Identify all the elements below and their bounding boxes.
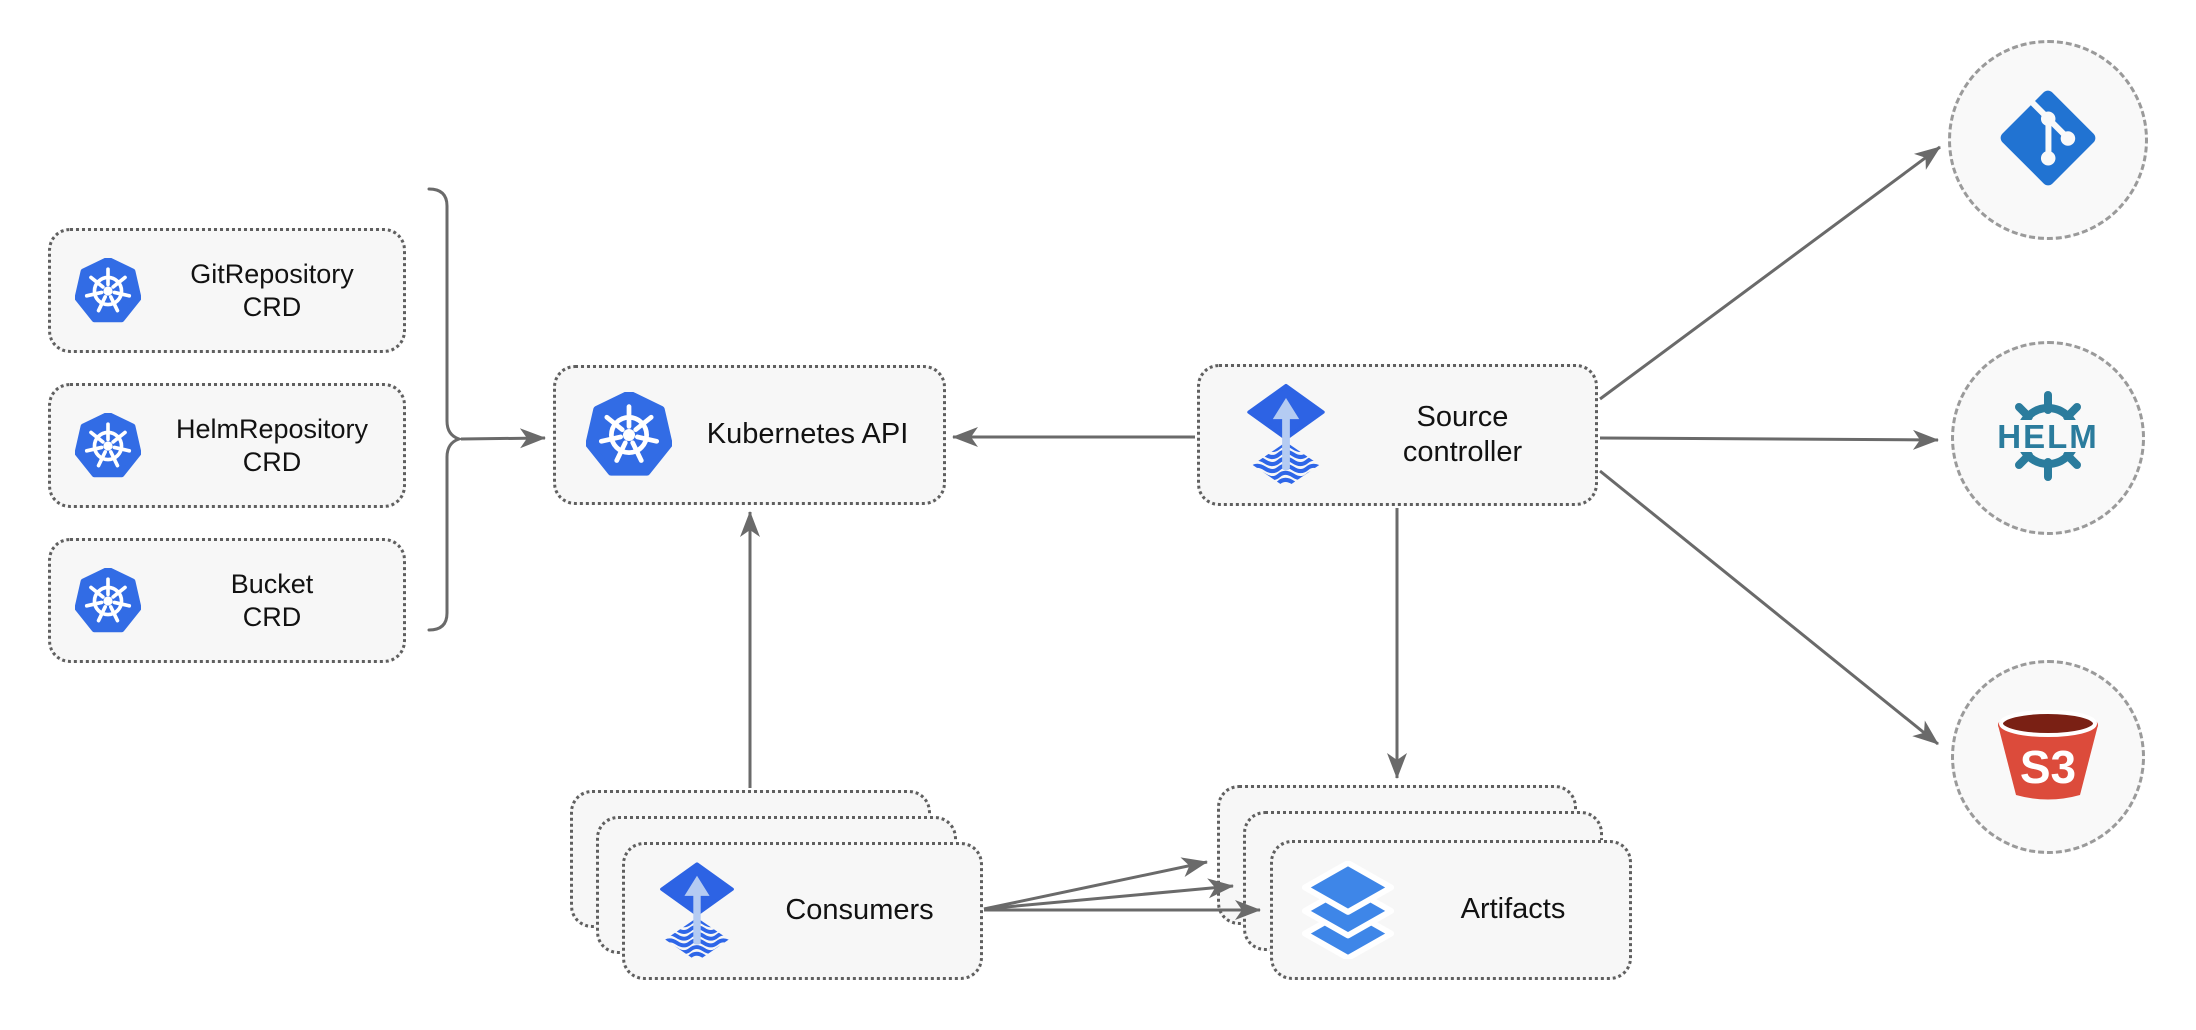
node-bucket-crd: Bucket CRD: [48, 538, 406, 663]
kubernetes-icon: [75, 413, 141, 479]
helm-icon: HELM: [1973, 384, 2123, 493]
node-label: Artifacts: [1460, 893, 1566, 926]
node-kubernetes-api: Kubernetes API: [553, 365, 946, 505]
node-helm-source: HELM: [1951, 341, 2145, 535]
label-line: Bucket: [230, 568, 314, 599]
node-consumers: Consumers: [622, 842, 983, 980]
node-source-controller: Source controller: [1197, 364, 1598, 506]
s3-icon: S3: [1986, 701, 2110, 814]
node-label: Consumers: [785, 894, 934, 927]
layers-icon: [1299, 861, 1397, 959]
node-label: Bucket CRD: [141, 568, 403, 634]
s3-logo-text: S3: [2020, 741, 2076, 793]
node-label: GitRepository CRD: [141, 258, 403, 324]
node-label: Source controller: [1330, 400, 1595, 471]
label-line: HelmRepository: [175, 413, 369, 444]
label-line: CRD: [242, 601, 302, 632]
node-git-source: [1948, 40, 2148, 240]
kubernetes-icon: [586, 392, 672, 478]
edge-bracket-to-kubernetes-api: [460, 428, 546, 449]
node-gitrepository-crd: GitRepository CRD: [48, 228, 406, 353]
label-line: CRD: [242, 291, 302, 322]
edge-source-to-helm: [1599, 429, 1939, 450]
flux-icon: [1242, 380, 1330, 490]
edge-consumers-to-artifacts-1: [983, 857, 1208, 911]
node-artifacts: Artifacts: [1270, 840, 1632, 980]
edge-source-to-git: [1599, 145, 1941, 401]
edge-source-to-s3: [1599, 469, 1939, 746]
edge-consumers-to-artifacts-2: [983, 878, 1234, 911]
flux-icon: [655, 859, 739, 963]
git-icon: [1998, 88, 2098, 193]
node-helmrepository-crd: HelmRepository CRD: [48, 383, 406, 508]
label-line: CRD: [242, 446, 302, 477]
label-line: controller: [1402, 436, 1523, 468]
kubernetes-icon: [75, 568, 141, 634]
helm-logo-text: HELM: [1997, 418, 2099, 455]
node-s3-source: S3: [1951, 660, 2145, 854]
label-line: GitRepository: [190, 258, 354, 289]
label-line: Source: [1416, 400, 1509, 433]
kubernetes-icon: [75, 258, 141, 324]
node-label: HelmRepository CRD: [141, 413, 403, 479]
crd-group-bracket: [427, 187, 464, 632]
node-label: Kubernetes API: [706, 418, 909, 451]
